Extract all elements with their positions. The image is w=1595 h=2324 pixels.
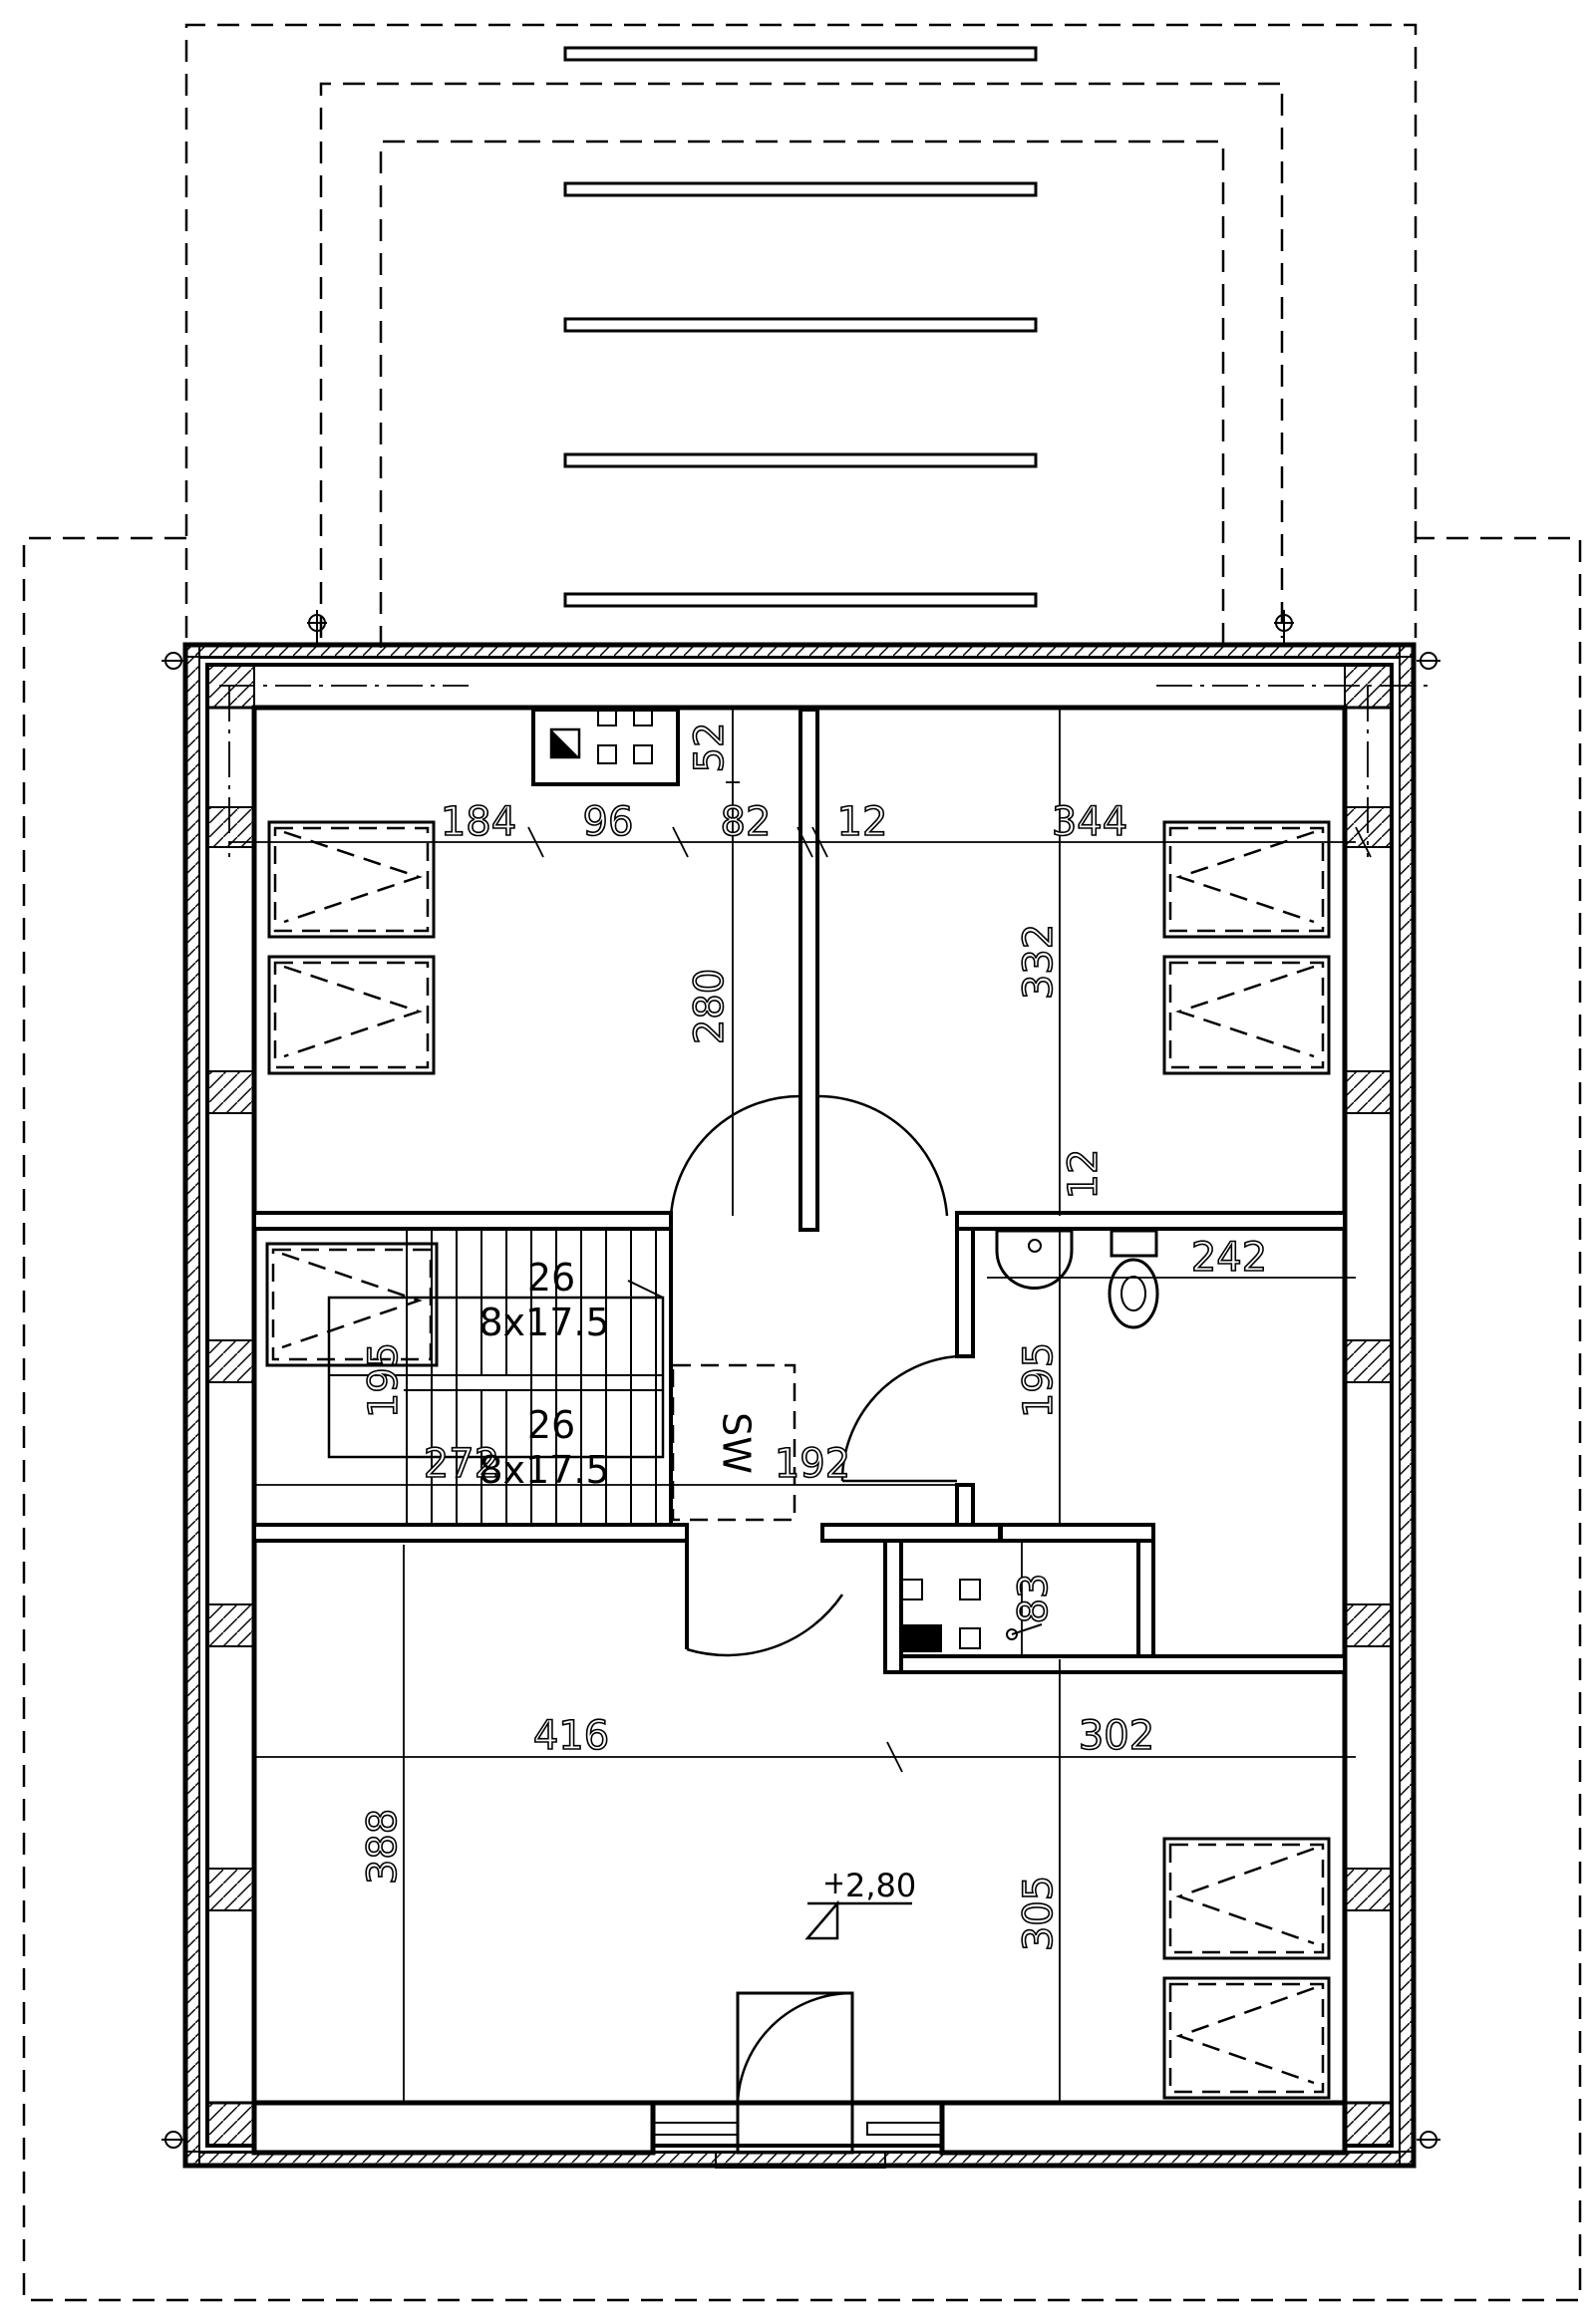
dim-12: 12 bbox=[837, 799, 888, 845]
dim-332: 332 bbox=[1016, 924, 1062, 1000]
level-mark: 2,80 bbox=[804, 1867, 916, 1940]
dim-192: 192 bbox=[775, 1441, 850, 1487]
level-value: 2,80 bbox=[845, 1867, 916, 1904]
stairs bbox=[327, 1229, 665, 1525]
axis-lines bbox=[219, 685, 1436, 857]
dim-184: 184 bbox=[441, 799, 516, 845]
unit-top-left-2 bbox=[267, 955, 436, 1075]
dim-195-stair: 195 bbox=[361, 1342, 407, 1418]
exterior-walls bbox=[182, 642, 1417, 2169]
dim-83: 83 bbox=[1011, 1574, 1057, 1624]
dim-52: 52 bbox=[687, 723, 733, 773]
dim-280: 280 bbox=[687, 969, 733, 1044]
unit-bottom-right-2 bbox=[1162, 1976, 1331, 2100]
stair-steps-1: 26 bbox=[527, 1256, 575, 1300]
doors bbox=[669, 1094, 958, 2155]
roof-outline bbox=[22, 23, 1582, 2302]
wall-pillars bbox=[206, 664, 1393, 2147]
dim-82: 82 bbox=[721, 799, 772, 845]
wardrobe-label: SW bbox=[715, 1412, 759, 1474]
dim-344: 344 bbox=[1052, 799, 1127, 845]
dim-195-bath: 195 bbox=[1016, 1342, 1062, 1418]
unit-top-right-1 bbox=[1162, 820, 1331, 939]
dim-305: 305 bbox=[1016, 1876, 1062, 1951]
unit-bottom-right-1 bbox=[1162, 1837, 1331, 1960]
stair-size-2: 8x17.5 bbox=[478, 1448, 609, 1492]
dimension-lines bbox=[229, 710, 1372, 2103]
dim-272: 272 bbox=[424, 1441, 499, 1487]
stair-steps-2: 26 bbox=[527, 1403, 575, 1447]
unit-top-right-2 bbox=[1162, 955, 1331, 1075]
dim-242: 242 bbox=[1191, 1235, 1267, 1281]
unit-top-left-1 bbox=[267, 820, 436, 939]
bathroom-fixtures bbox=[995, 1229, 1159, 1329]
wardrobe: SW bbox=[671, 1363, 797, 1522]
dim-12-vertical: 12 bbox=[1061, 1149, 1107, 1200]
kitchen-counter bbox=[531, 707, 680, 786]
dim-96: 96 bbox=[583, 799, 634, 845]
kitchen-unit bbox=[901, 1579, 1043, 1652]
dim-388: 388 bbox=[360, 1809, 406, 1885]
dim-416: 416 bbox=[533, 1713, 609, 1759]
furniture-units bbox=[265, 820, 1331, 2100]
dim-302: 302 bbox=[1079, 1713, 1154, 1759]
roof-slats bbox=[563, 46, 1038, 608]
unit-stair-left bbox=[265, 1242, 439, 1367]
bottom-wall-openings bbox=[251, 2100, 1348, 2169]
column-markers bbox=[161, 610, 1440, 2149]
stair-size-1: 8x17.5 bbox=[478, 1301, 609, 1344]
stair-labels: 26 8x17.5 26 8x17.5 bbox=[478, 1256, 609, 1492]
dimension-labels: 184 96 82 12 344 52 280 332 12 242 195 1… bbox=[359, 722, 1268, 1952]
